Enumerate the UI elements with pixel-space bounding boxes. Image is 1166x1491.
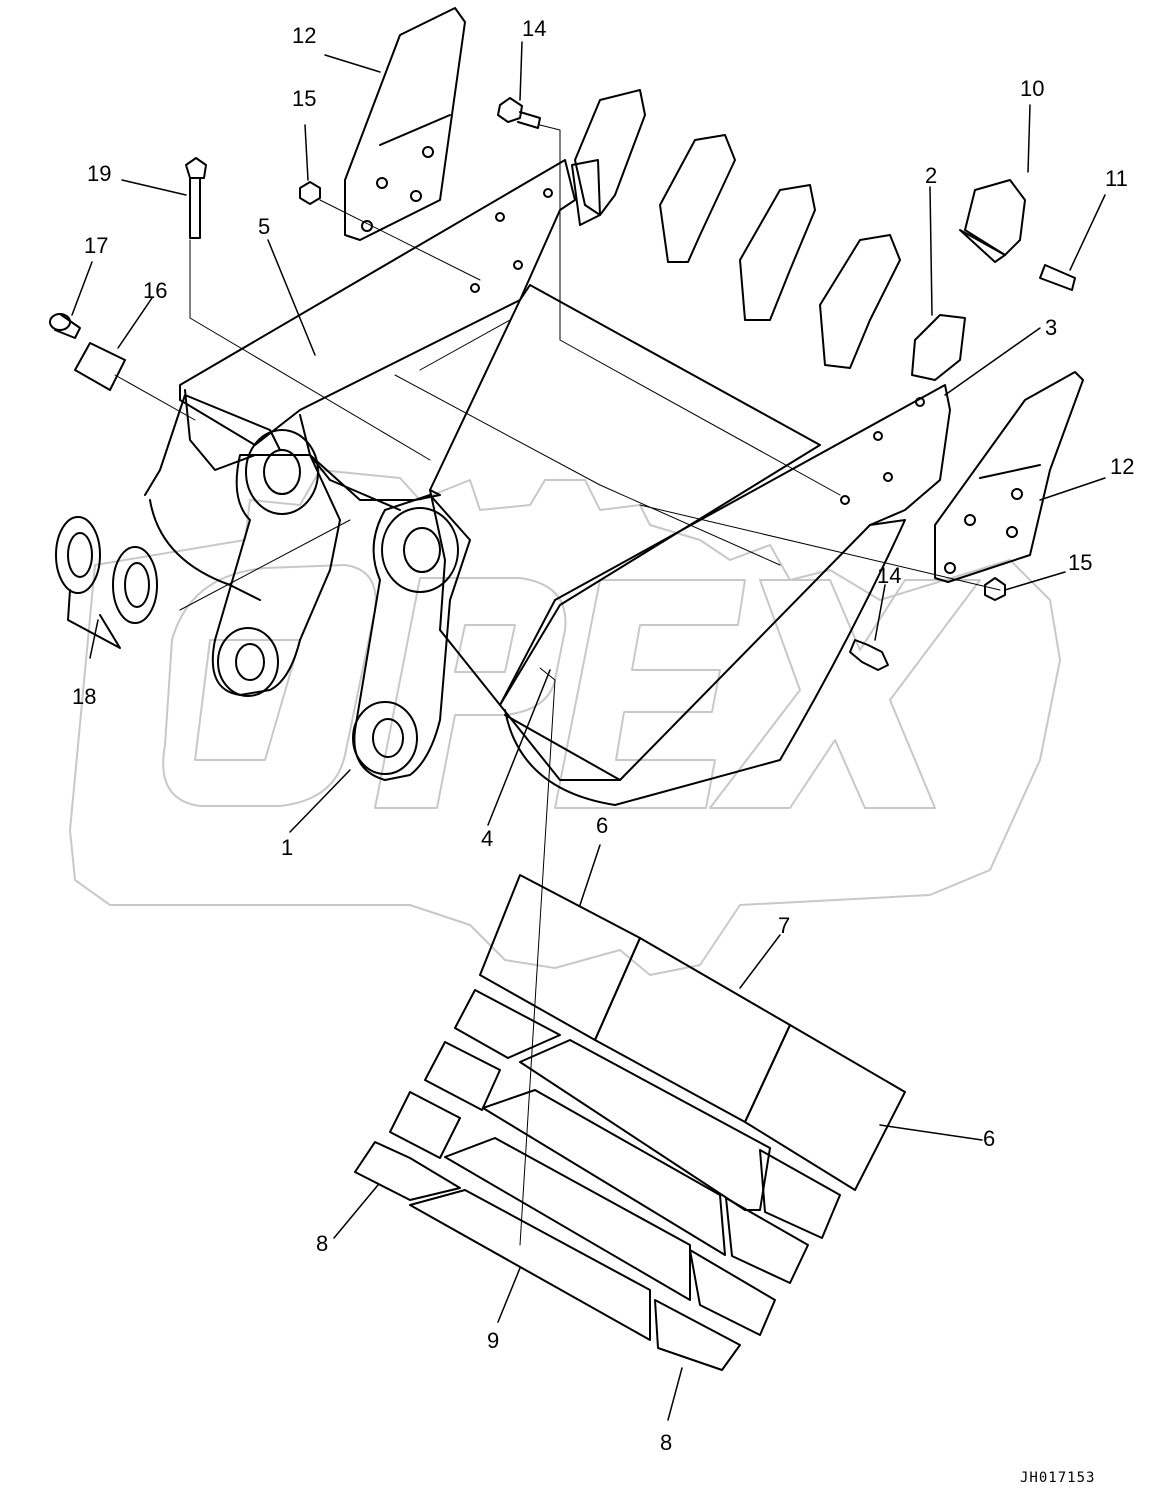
callout-19[interactable]: 19 xyxy=(87,161,112,186)
callout-5[interactable]: 5 xyxy=(258,214,271,239)
callout-3[interactable]: 3 xyxy=(1045,315,1058,340)
callout-17[interactable]: 17 xyxy=(84,233,109,258)
leader-lines xyxy=(71,41,1106,1421)
callout-11[interactable]: 11 xyxy=(1105,166,1128,191)
plate-and-shims xyxy=(55,342,158,649)
drawing-code: JH017153 xyxy=(1020,1470,1096,1486)
callout-14-right[interactable]: 14 xyxy=(877,563,902,588)
callout-9[interactable]: 9 xyxy=(487,1328,500,1353)
side-cutter-right xyxy=(934,371,1084,583)
bolts-and-nuts xyxy=(49,97,1006,671)
callout-6-top[interactable]: 6 xyxy=(596,813,609,838)
bucket-body xyxy=(144,159,951,806)
callout-6-right[interactable]: 6 xyxy=(983,1126,996,1151)
callout-15-right[interactable]: 15 xyxy=(1068,550,1093,575)
side-cutter-left xyxy=(344,7,466,241)
pin xyxy=(1039,264,1076,291)
callout-18[interactable]: 18 xyxy=(72,684,97,709)
callout-2[interactable]: 2 xyxy=(925,163,938,188)
wear-plates xyxy=(354,874,906,1371)
callout-1[interactable]: 1 xyxy=(281,835,294,860)
callout-12[interactable]: 12 xyxy=(1110,454,1135,479)
callout-7[interactable]: 7 xyxy=(778,913,791,938)
callout-15-top[interactable]: 15 xyxy=(292,86,317,111)
callout-8-left[interactable]: 8 xyxy=(316,1231,329,1256)
callout-14-top[interactable]: 14 xyxy=(522,16,547,41)
callout-4[interactable]: 4 xyxy=(481,826,494,851)
callout-8-bottom[interactable]: 8 xyxy=(660,1430,673,1455)
assembly-lines xyxy=(114,124,1001,1246)
bucket-teeth xyxy=(571,89,1026,381)
callout-13[interactable]: 12 xyxy=(292,23,317,48)
callout-10[interactable]: 10 xyxy=(1020,76,1045,101)
callout-16[interactable]: 16 xyxy=(143,278,168,303)
